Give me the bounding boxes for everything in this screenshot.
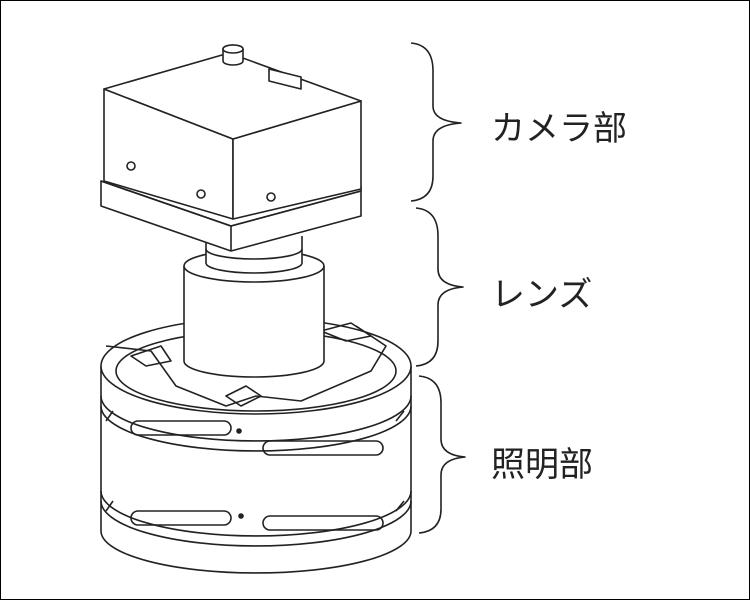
brace-lens — [415, 207, 464, 367]
label-camera: カメラ部 — [491, 109, 627, 149]
brace-illumination — [418, 375, 466, 534]
brace-camera — [410, 42, 462, 202]
label-illumination: 照明部 — [491, 445, 593, 485]
lens — [183, 236, 325, 378]
camera-body — [100, 44, 362, 252]
label-lens: レンズ — [491, 275, 593, 315]
